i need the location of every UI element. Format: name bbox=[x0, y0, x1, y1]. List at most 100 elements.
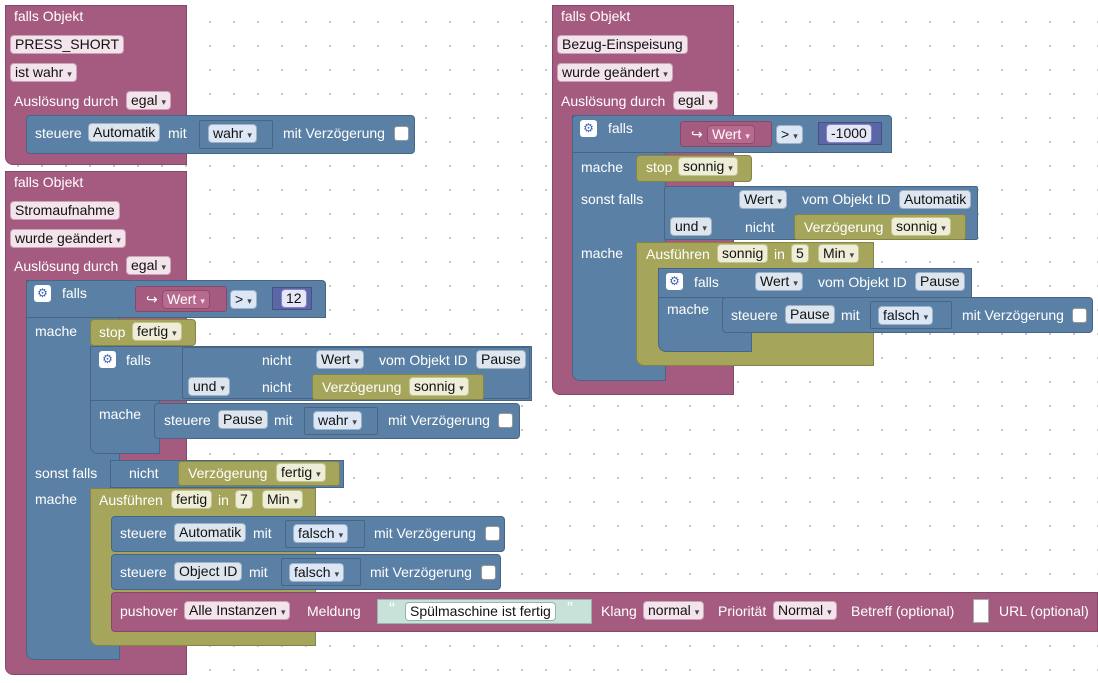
object-field-stromaufnahme[interactable]: Stromaufnahme bbox=[10, 201, 120, 220]
logic-op-dropdown[interactable]: und▾ bbox=[188, 377, 230, 396]
delay-number-field[interactable]: 5 bbox=[791, 244, 809, 263]
priority-value: Normal bbox=[778, 602, 824, 618]
object-field-press-short[interactable]: PRESS_SHORT bbox=[10, 35, 124, 54]
object-id-field[interactable]: Automatik bbox=[899, 190, 972, 209]
delay-number-field[interactable]: 7 bbox=[235, 490, 253, 509]
object-name: PRESS_SHORT bbox=[15, 36, 119, 52]
timer-dropdown[interactable]: sonnig▾ bbox=[678, 157, 738, 176]
unit-dropdown[interactable]: Min▾ bbox=[262, 490, 304, 509]
wert-value: Wert bbox=[321, 351, 351, 367]
mit-verzoegerung-label: mit Verzögerung bbox=[388, 412, 490, 428]
delay-checkbox[interactable] bbox=[1072, 308, 1087, 323]
target-object-field[interactable]: Automatik bbox=[88, 123, 161, 142]
bool-dropdown[interactable]: wahr▾ bbox=[313, 411, 362, 430]
target-object-field[interactable]: Pause bbox=[785, 305, 835, 324]
target-object-field[interactable]: Automatik bbox=[174, 523, 247, 542]
wert-dropdown[interactable]: Wert▾ bbox=[739, 190, 787, 209]
unit-value: Min bbox=[823, 245, 846, 261]
chevron-down-icon: ▾ bbox=[728, 163, 733, 173]
condition-dropdown[interactable]: ist wahr▾ bbox=[10, 63, 77, 82]
falls-label: falls bbox=[608, 120, 633, 136]
bool-dropdown[interactable]: falsch▾ bbox=[289, 563, 345, 582]
timer-dropdown[interactable]: fertig▾ bbox=[132, 322, 182, 341]
trigger-value: egal bbox=[131, 92, 158, 108]
chevron-down-icon: ▾ bbox=[694, 607, 700, 617]
timer-value: fertig bbox=[137, 323, 169, 339]
delay-checkbox[interactable] bbox=[485, 526, 500, 541]
operator-dropdown[interactable]: >▾ bbox=[230, 290, 257, 309]
steuere-label: steuere bbox=[35, 125, 82, 141]
instance-dropdown[interactable]: Alle Instanzen▾ bbox=[184, 601, 291, 620]
nicht-label: nicht bbox=[745, 219, 775, 235]
condition-dropdown[interactable]: wurde geändert▾ bbox=[557, 63, 673, 82]
wert-dropdown[interactable]: Wert▾ bbox=[707, 125, 755, 144]
mit-label: mit bbox=[249, 564, 268, 580]
target-name: Pause bbox=[790, 306, 830, 322]
timer-dropdown[interactable]: fertig▾ bbox=[276, 463, 326, 482]
condition-value: wurde geändert bbox=[15, 230, 113, 246]
priority-dropdown[interactable]: Normal▾ bbox=[773, 601, 837, 620]
gear-icon[interactable]: ⚙ bbox=[580, 120, 597, 137]
variable-getter-icon: ↪ bbox=[691, 126, 703, 142]
target-object-field[interactable]: Pause bbox=[218, 410, 268, 429]
variable-getter-icon: ↪ bbox=[146, 291, 158, 307]
object-id-value: Pause bbox=[481, 351, 521, 367]
chevron-down-icon: ▾ bbox=[293, 496, 299, 506]
timer-name-field[interactable]: fertig bbox=[171, 490, 213, 509]
delay-checkbox[interactable] bbox=[394, 126, 409, 141]
empty-input-socket[interactable] bbox=[973, 599, 989, 623]
condition-dropdown[interactable]: wurde geändert▾ bbox=[10, 229, 126, 248]
chevron-down-icon: ▾ bbox=[161, 262, 166, 272]
object-field-bezug[interactable]: Bezug-Einspeisung bbox=[557, 35, 688, 54]
vom-objekt-label: vom Objekt ID bbox=[379, 352, 468, 368]
bool-dropdown[interactable]: wahr▾ bbox=[208, 124, 257, 143]
trigger-dropdown[interactable]: egal▾ bbox=[673, 91, 718, 110]
delay-checkbox[interactable] bbox=[481, 565, 496, 580]
instance-value: Alle Instanzen bbox=[189, 602, 277, 618]
wert-value: Wert bbox=[744, 191, 774, 207]
wert-dropdown[interactable]: Wert▾ bbox=[755, 272, 803, 291]
mit-label: mit bbox=[253, 525, 272, 541]
chevron-down-icon: ▾ bbox=[316, 469, 321, 479]
chevron-down-icon: ▾ bbox=[923, 312, 929, 322]
trigger-dropdown[interactable]: egal▾ bbox=[126, 91, 171, 110]
timer-value: sonnig bbox=[683, 158, 725, 174]
gear-icon[interactable]: ⚙ bbox=[34, 285, 51, 302]
pushover-label: pushover bbox=[120, 603, 178, 619]
chevron-down-icon: ▾ bbox=[745, 131, 750, 141]
mit-verzoegerung-label: mit Verzögerung bbox=[283, 125, 385, 141]
timer-name-field[interactable]: sonnig bbox=[717, 244, 769, 263]
object-id-field[interactable]: Pause bbox=[915, 272, 965, 291]
verzoegerung-label: Verzögerung bbox=[804, 219, 884, 235]
wert-dropdown[interactable]: Wert▾ bbox=[316, 350, 364, 369]
pushover-block[interactable] bbox=[111, 592, 1098, 632]
number-field[interactable]: 12 bbox=[281, 289, 307, 308]
bool-dropdown[interactable]: falsch▾ bbox=[293, 524, 349, 543]
unit-dropdown[interactable]: Min▾ bbox=[818, 244, 860, 263]
bool-dropdown[interactable]: falsch▾ bbox=[878, 306, 934, 325]
timer-value: fertig bbox=[176, 491, 208, 507]
chevron-down-icon: ▾ bbox=[827, 607, 832, 617]
operator-value: > bbox=[235, 291, 244, 307]
sound-dropdown[interactable]: normal▾ bbox=[643, 601, 705, 620]
stop-label: stop bbox=[99, 324, 126, 340]
chevron-down-icon: ▾ bbox=[280, 607, 286, 617]
gear-icon[interactable]: ⚙ bbox=[666, 273, 683, 290]
object-id-field[interactable]: Pause bbox=[476, 350, 526, 369]
number-value: -1000 bbox=[831, 125, 867, 141]
unit-value: Min bbox=[267, 491, 290, 507]
delay-checkbox[interactable] bbox=[498, 413, 513, 428]
trigger-dropdown[interactable]: egal▾ bbox=[126, 256, 171, 275]
operator-dropdown[interactable]: >▾ bbox=[776, 125, 803, 144]
gear-icon[interactable]: ⚙ bbox=[99, 351, 116, 368]
timer-dropdown[interactable]: sonnig▾ bbox=[891, 217, 951, 236]
logic-op-dropdown[interactable]: und▾ bbox=[670, 217, 712, 236]
number-field[interactable]: -1000 bbox=[826, 124, 872, 143]
timer-dropdown[interactable]: sonnig▾ bbox=[409, 377, 469, 396]
steuere-label: steuere bbox=[164, 412, 211, 428]
message-value: Spülmaschine ist fertig bbox=[410, 603, 551, 619]
wert-dropdown[interactable]: Wert▾ bbox=[162, 290, 210, 309]
target-object-field[interactable]: Object ID bbox=[174, 562, 243, 581]
url-label: URL (optional) bbox=[999, 603, 1089, 619]
message-field[interactable]: Spülmaschine ist fertig bbox=[405, 602, 556, 621]
